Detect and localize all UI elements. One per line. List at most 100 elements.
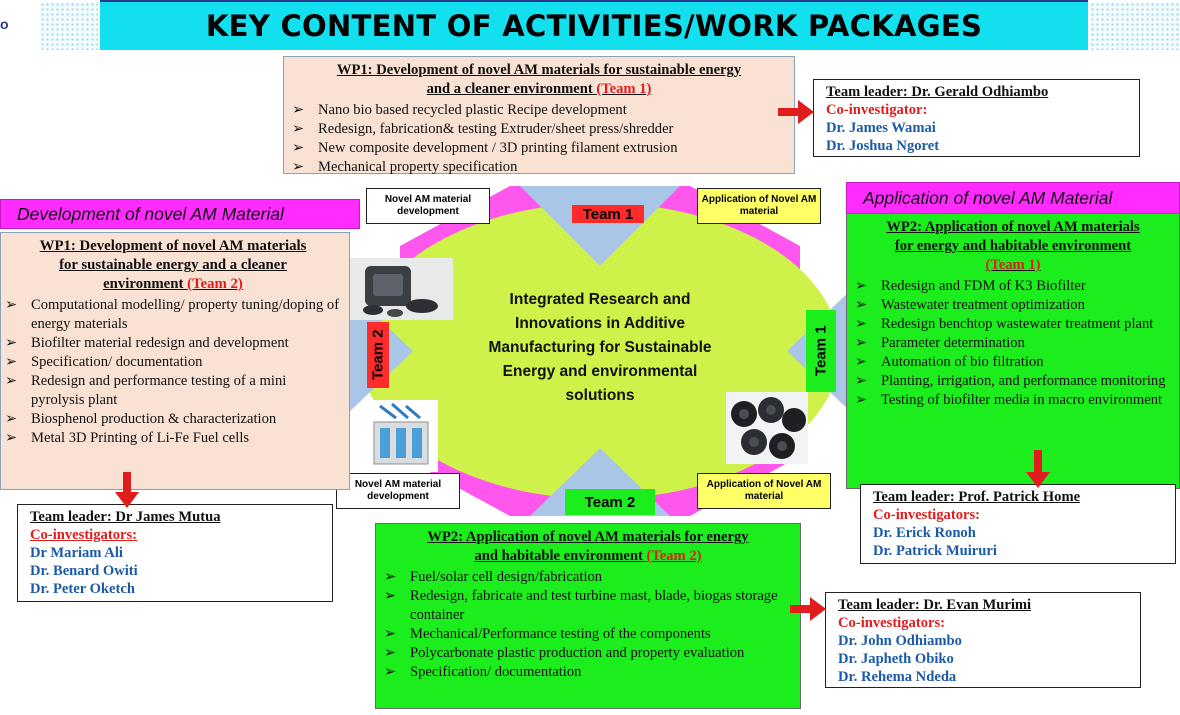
co-investigator-label: Co-investigators: bbox=[838, 615, 946, 631]
member-name: Dr. James Wamai bbox=[826, 120, 936, 136]
arrow-bullet-icon: ➢ bbox=[384, 588, 397, 604]
arrow-bullet-icon: ➢ bbox=[384, 645, 397, 661]
arrow-bullet-icon: ➢ bbox=[855, 316, 868, 332]
arrow-bullet-icon: ➢ bbox=[292, 121, 305, 137]
list-item-text: Computational modelling/ property tuning… bbox=[31, 297, 340, 332]
list-item-text: Redesign, fabricate and test turbine mas… bbox=[410, 588, 778, 623]
list-item: ➢Automation of bio filtration bbox=[855, 353, 1171, 372]
arrow-bullet-icon: ➢ bbox=[855, 373, 868, 389]
list-item: ➢Redesign, fabrication& testing Extruder… bbox=[292, 120, 786, 139]
member-name: Dr. Patrick Muiruri bbox=[873, 543, 997, 559]
page-mark: o bbox=[0, 16, 9, 32]
list-item-text: Parameter determination bbox=[881, 335, 1025, 351]
list-item-text: Biofilter material redesign and developm… bbox=[31, 335, 289, 351]
list-item-text: Nano bio based recycled plastic Recipe d… bbox=[318, 102, 627, 118]
team-tag: (Team 1) bbox=[596, 81, 652, 97]
list-item: ➢ Computational modelling/ property tunin… bbox=[5, 296, 341, 334]
list-item-text: Polycarbonate plastic production and pro… bbox=[410, 645, 745, 661]
list-item: ➢Biosphenol production & characterizatio… bbox=[5, 410, 341, 429]
center-line: Manufacturing for Sustainable bbox=[488, 339, 712, 356]
member-name: Dr. Erick Ronoh bbox=[873, 525, 976, 541]
team-tag: (Team 2) bbox=[187, 276, 243, 292]
label-novel-development-top: Novel AM material development bbox=[366, 188, 490, 224]
section-bar-application: Application of novel AM Material bbox=[846, 182, 1180, 214]
list-item-text: Specification/ documentation bbox=[410, 664, 582, 680]
box-title: WP1: Development of novel AM materials f… bbox=[5, 237, 341, 294]
list-item-text: New composite development / 3D printing … bbox=[318, 140, 678, 156]
list-item-text: Mechanical property specification bbox=[318, 159, 518, 175]
list-item: ➢ Testing of biofilter media in macro env… bbox=[855, 391, 1171, 410]
list-item-text: Redesign and performance testing of a mi… bbox=[31, 373, 287, 408]
title-line: WP2: Application of novel AM materials f… bbox=[427, 529, 749, 545]
title-line: WP1: Development of novel AM materials f… bbox=[336, 62, 742, 78]
title-line: and a cleaner environment bbox=[426, 81, 593, 97]
title-top-line bbox=[100, 0, 1088, 3]
list-item: ➢ Nano bio based recycled plastic Recipe … bbox=[292, 101, 786, 120]
arrow-bullet-icon: ➢ bbox=[5, 335, 18, 351]
list-item-text: Specification/ documentation bbox=[31, 354, 203, 370]
arrow-right-icon bbox=[790, 597, 826, 621]
arrow-bullet-icon: ➢ bbox=[5, 297, 18, 313]
list-item-text: Automation of bio filtration bbox=[881, 354, 1044, 370]
list-item-text: Testing of biofilter media in macro envi… bbox=[881, 392, 1163, 408]
list-item-text: Wastewater treatment optimization bbox=[881, 297, 1085, 313]
box-title: WP2: Application of novel AM materials f… bbox=[384, 528, 792, 566]
title-line: and habitable environment bbox=[474, 548, 643, 564]
member-name: Dr. John Odhiambo bbox=[838, 633, 962, 649]
list-item: ➢ Biofilter material redesign and develop… bbox=[5, 334, 341, 353]
team-label-left: Team 2 bbox=[367, 322, 389, 388]
team-tag: (Team 1) bbox=[985, 257, 1041, 273]
team-leader-box-left: Team leader: Dr James Mutua Co-investiga… bbox=[17, 504, 333, 602]
arrow-bullet-icon: ➢ bbox=[384, 664, 397, 680]
team-leader-name: Team leader: Dr. Gerald Odhiambo bbox=[826, 84, 1049, 100]
title-line: WP2: Application of novel AM materials bbox=[886, 219, 1140, 235]
list-item: ➢New composite development / 3D printing… bbox=[292, 139, 786, 158]
title-line: for energy and habitable environment bbox=[894, 238, 1132, 254]
team-leader-box-right: Team leader: Prof. Patrick Home Co-inves… bbox=[860, 484, 1176, 564]
center-line: Integrated Research and bbox=[509, 291, 691, 308]
list-item-text: Biosphenol production & characterization bbox=[31, 411, 277, 427]
list-item-text: Mechanical/Performance testing of the co… bbox=[410, 626, 711, 642]
list-item: ➢ Specification/ documentation bbox=[384, 663, 792, 682]
box-title: WP1: Development of novel AM materials f… bbox=[292, 61, 786, 99]
wp1-team1-box: WP1: Development of novel AM materials f… bbox=[283, 56, 795, 177]
list-item-text: Metal 3D Printing of Li-Fe Fuel cells bbox=[31, 430, 250, 446]
member-name: Dr. Joshua Ngoret bbox=[826, 138, 940, 154]
team-label-bottom: Team 2 bbox=[565, 489, 655, 515]
filter-unit-image bbox=[366, 400, 438, 472]
list-item: ➢ Planting, irrigation, and performance m… bbox=[855, 372, 1171, 391]
arrow-bullet-icon: ➢ bbox=[292, 102, 305, 118]
list-item-text: Fuel/solar cell design/fabrication bbox=[410, 569, 603, 585]
label-application-bottom: Application of Novel AM material bbox=[697, 473, 831, 509]
decorative-pattern-right bbox=[1090, 2, 1180, 50]
list-item: ➢Redesign and FDM of K3 Biofilter bbox=[855, 277, 1171, 296]
team-leader-name: Team leader: Prof. Patrick Home bbox=[873, 489, 1081, 505]
team-leader-name: Team leader: Dr James Mutua bbox=[30, 509, 221, 525]
arrow-bullet-icon: ➢ bbox=[855, 392, 868, 408]
list-item-text: Planting, irrigation, and performance mo… bbox=[881, 373, 1166, 389]
wp2-team2-box: WP2: Application of novel AM materials f… bbox=[375, 523, 801, 709]
title-line: WP1: Development of novel AM materials bbox=[39, 238, 307, 254]
box-title: WP2: Application of novel AM materials f… bbox=[855, 218, 1171, 275]
biofilter-media-image bbox=[726, 392, 808, 464]
arrow-right-icon bbox=[778, 100, 814, 124]
wp1-team2-box: WP1: Development of novel AM materials f… bbox=[0, 232, 350, 490]
list-item: ➢ Redesign, fabricate and test turbine ma… bbox=[384, 587, 792, 625]
center-title: Integrated Research and Innovations in A… bbox=[450, 288, 750, 408]
page-title: KEY CONTENT OF ACTIVITIES/WORK PACKAGES bbox=[100, 2, 1088, 50]
team-label-top: Team 1 bbox=[572, 205, 644, 223]
arrow-bullet-icon: ➢ bbox=[384, 569, 397, 585]
arrow-bullet-icon: ➢ bbox=[384, 626, 397, 642]
arrow-bullet-icon: ➢ bbox=[5, 354, 18, 370]
activity-list: ➢Redesign and FDM of K3 Biofilter ➢Waste… bbox=[855, 277, 1171, 410]
activity-list: ➢ Nano bio based recycled plastic Recipe … bbox=[292, 101, 786, 177]
label-novel-development-bottom: Novel AM material development bbox=[336, 473, 460, 509]
team-leader-box-bottom: Team leader: Dr. Evan Murimi Co-investig… bbox=[825, 592, 1141, 688]
activity-list: ➢ Computational modelling/ property tunin… bbox=[5, 296, 341, 448]
list-item: ➢ Polycarbonate plastic production and pr… bbox=[384, 644, 792, 663]
member-name: Dr. Japheth Obiko bbox=[838, 651, 954, 667]
list-item: ➢Metal 3D Printing of Li-Fe Fuel cells bbox=[5, 429, 341, 448]
arrow-bullet-icon: ➢ bbox=[855, 278, 868, 294]
list-item: ➢Wastewater treatment optimization bbox=[855, 296, 1171, 315]
member-name: Dr. Benard Owiti bbox=[30, 563, 138, 579]
